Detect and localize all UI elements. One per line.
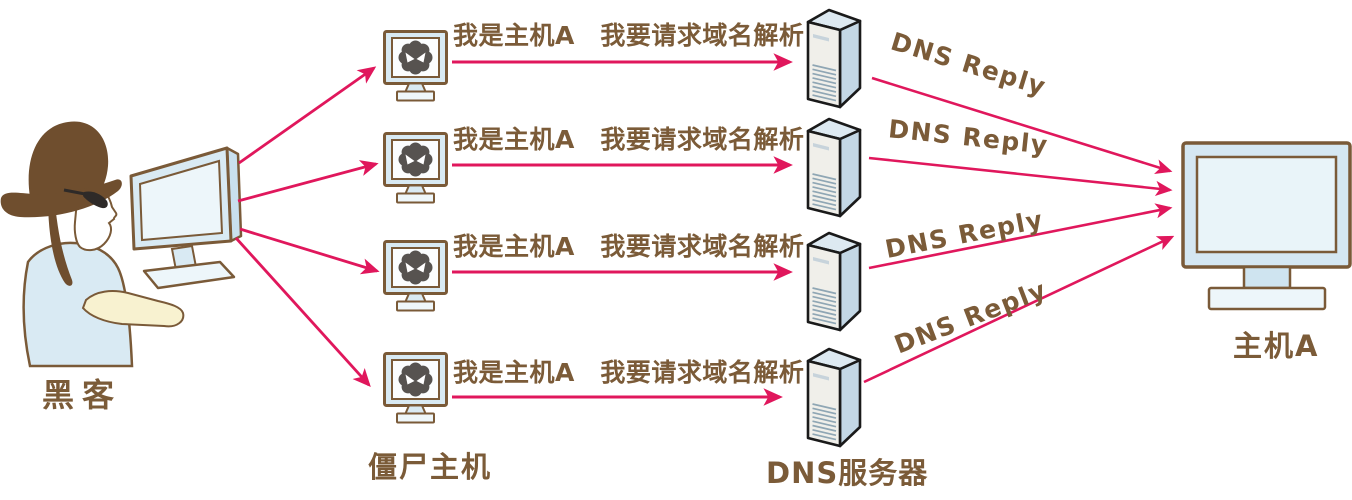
hacker-body	[22, 241, 134, 368]
zombie-host-1	[383, 30, 448, 102]
attack-arrow	[237, 160, 379, 203]
hacker-hat-crown	[28, 121, 109, 201]
hacker-sunglasses-temple	[63, 188, 86, 196]
zombie-host-3	[383, 240, 448, 312]
zombie-host-2	[383, 132, 448, 204]
reply-arrow	[871, 76, 1173, 174]
hacker-arm	[81, 290, 185, 328]
hacker-figure	[0, 121, 185, 368]
attack-arrow	[234, 237, 371, 388]
dns-server-2	[806, 117, 862, 218]
request-arrows	[452, 53, 793, 406]
hacker-label: 黑客	[42, 376, 123, 414]
request-message-2: 我是主机A 我要请求域名解析	[453, 125, 805, 154]
request-message-4: 我是主机A 我要请求域名解析	[453, 358, 805, 387]
reply-arrows	[863, 76, 1175, 384]
zombie-hosts-label: 僵尸主机	[368, 450, 493, 484]
dns-server-1	[806, 8, 862, 109]
dns-servers-label: DNS服务器	[766, 456, 929, 490]
zombie-host-4	[383, 352, 448, 424]
hacker-sunglasses-icon	[83, 191, 108, 209]
hacker-hat-brim	[0, 179, 122, 218]
host-a-label: 主机A	[1233, 329, 1320, 363]
host-a-monitor	[1181, 141, 1352, 311]
hacker-hair	[48, 194, 73, 286]
attack-arrows	[234, 66, 380, 388]
reply-arrow	[868, 156, 1173, 197]
attack-arrow	[239, 227, 380, 275]
request-message-3: 我是主机A 我要请求域名解析	[453, 232, 805, 261]
dns-server-4	[806, 347, 862, 448]
reply-arrow	[868, 203, 1173, 270]
reply-arrow	[863, 235, 1175, 384]
attack-arrow	[238, 66, 377, 165]
dns-server-3	[806, 231, 862, 332]
hacker-monitor	[129, 146, 243, 290]
request-message-1: 我是主机A 我要请求域名解析	[453, 21, 805, 50]
